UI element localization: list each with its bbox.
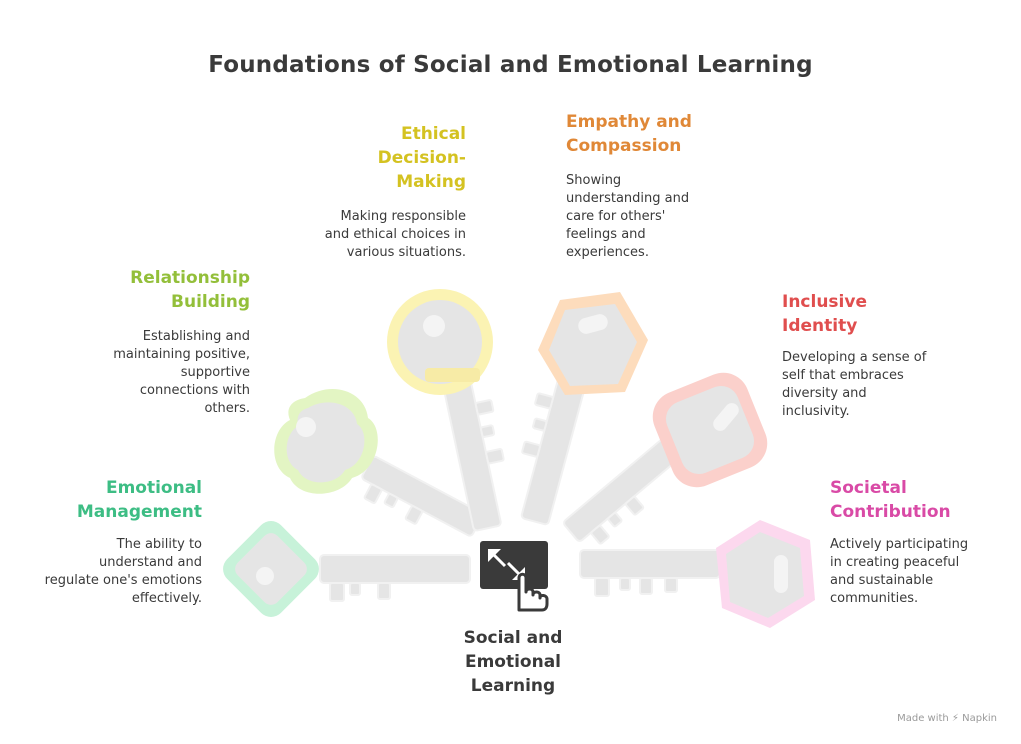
- heading-line: Decision-: [377, 148, 466, 168]
- center-label: Social and Emotional Learning: [433, 626, 593, 698]
- center-label-line: Social and: [463, 628, 563, 648]
- heading-line: Societal: [830, 478, 907, 498]
- rounded-key-icon: [652, 372, 768, 488]
- desc-line: and ethical choices in: [324, 227, 466, 242]
- page-title: Foundations of Social and Emotional Lear…: [208, 52, 813, 78]
- desc-line: diversity and: [782, 386, 867, 401]
- heading-line: Contribution: [830, 502, 951, 522]
- desc-line: communities.: [830, 591, 919, 606]
- resize-touch-icon: [479, 540, 549, 612]
- desc-line: understand and: [99, 555, 202, 570]
- desc-line: Developing a sense of: [782, 350, 927, 365]
- key-shaft: [442, 378, 505, 532]
- desc-line: Showing: [566, 173, 622, 188]
- desc-line: various situations.: [346, 245, 466, 260]
- desc-line: Actively participating: [830, 537, 969, 552]
- heading-line: Management: [76, 502, 202, 522]
- desc-line: in creating peaceful: [830, 555, 960, 570]
- desc-emotional-management: The ability to understand and regulate o…: [2, 536, 202, 608]
- desc-inclusive-identity: Developing a sense of self that embraces…: [782, 349, 992, 421]
- desc-line: Making responsible: [340, 209, 466, 224]
- center-label-line: Emotional: [464, 652, 562, 672]
- desc-line: experiences.: [566, 245, 649, 260]
- desc-line: supportive: [180, 365, 250, 380]
- key-emotional-management: [223, 521, 471, 617]
- heading-line: Empathy and: [566, 112, 692, 132]
- desc-line: connections with: [139, 383, 250, 398]
- clover-key-icon: [274, 388, 378, 494]
- key-shaft: [319, 554, 471, 602]
- heading-line: Building: [171, 292, 250, 312]
- heading-line: Compassion: [566, 136, 682, 156]
- desc-line: and sustainable: [830, 573, 934, 588]
- heading-relationship-building: Relationship Building: [50, 266, 250, 314]
- desc-societal-contribution: Actively participating in creating peace…: [830, 536, 1015, 608]
- heading-inclusive-identity: Inclusive Identity: [782, 290, 992, 338]
- key-societal-contribution: [579, 520, 815, 628]
- desc-line: inclusivity.: [782, 404, 850, 419]
- desc-line: others.: [204, 401, 250, 416]
- desc-line: maintaining positive,: [113, 347, 250, 362]
- heading-line: Identity: [782, 316, 858, 336]
- desc-line: understanding and: [566, 191, 690, 206]
- heading-emotional-management: Emotional Management: [2, 476, 202, 524]
- desc-line: care for others': [566, 209, 666, 224]
- heading-line: Emotional: [105, 478, 202, 498]
- desc-line: effectively.: [131, 591, 202, 606]
- desc-line: The ability to: [116, 537, 202, 552]
- desc-empathy-compassion: Showing understanding and care for other…: [566, 172, 766, 262]
- hexagon-key-icon: [538, 292, 648, 395]
- heading-societal-contribution: Societal Contribution: [830, 476, 1015, 524]
- round-key-icon: [387, 289, 493, 395]
- heading-line: Ethical: [400, 124, 466, 144]
- desc-line: self that embraces: [782, 368, 904, 383]
- desc-line: Establishing and: [142, 329, 250, 344]
- hexagon-key-icon: [716, 520, 815, 628]
- heading-line: Relationship: [130, 268, 250, 288]
- desc-ethical-decision-making: Making responsible and ethical choices i…: [266, 208, 466, 262]
- desc-line: feelings and: [566, 227, 646, 242]
- heading-ethical-decision-making: Ethical Decision- Making: [266, 122, 466, 194]
- center-label-line: Learning: [470, 676, 556, 696]
- key-shaft: [579, 549, 721, 597]
- heading-empathy-compassion: Empathy and Compassion: [566, 110, 766, 158]
- desc-relationship-building: Establishing and maintaining positive, s…: [50, 328, 250, 418]
- key-ethical-decision-making: [442, 378, 505, 532]
- footer-credit: Made with ⚡ Napkin: [897, 713, 997, 724]
- diamond-key-icon: [223, 521, 319, 617]
- desc-line: regulate one's emotions: [44, 573, 202, 588]
- heading-line: Making: [396, 172, 466, 192]
- heading-line: Inclusive: [782, 292, 867, 312]
